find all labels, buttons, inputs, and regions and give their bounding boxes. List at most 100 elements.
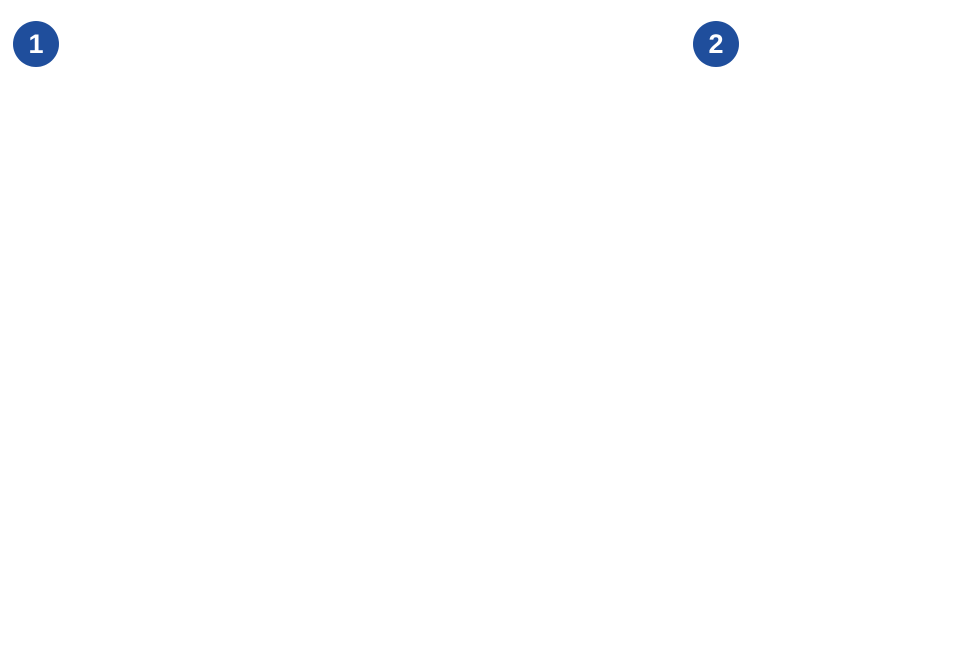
- wire: [220, 35, 264, 216]
- pin-hole: [199, 465, 228, 490]
- pin-hole: [186, 491, 215, 517]
- step-2-illustration: [759, 41, 967, 631]
- pin-hole: [306, 422, 334, 447]
- wire-core: [848, 43, 881, 183]
- wire-port: [895, 159, 923, 177]
- wire-core: [382, 37, 453, 147]
- cable-bundle-24: [137, 35, 455, 241]
- wire: [315, 35, 344, 182]
- pin-housing-side: [380, 271, 388, 338]
- wire-core: [277, 37, 294, 197]
- pin-hole: [817, 467, 849, 494]
- plug-wire-ports: [794, 151, 923, 194]
- wire-port: [864, 165, 892, 183]
- wire: [364, 35, 427, 157]
- pin-housing: [167, 302, 194, 371]
- wire-port: [802, 176, 830, 194]
- wire-port: [241, 181, 268, 200]
- socket-pin-holes: [788, 452, 923, 520]
- plug-pin-housings: [790, 286, 925, 364]
- pin-hole: [119, 497, 148, 522]
- wire-port: [352, 150, 378, 169]
- wire: [801, 41, 839, 196]
- wire-port: [856, 157, 884, 175]
- wire-port: [794, 168, 822, 186]
- pin-hole: [240, 470, 268, 495]
- wire-core: [139, 37, 213, 239]
- plug-pin-housings: [106, 265, 440, 379]
- pin-housing: [858, 292, 891, 352]
- pin-hole: [804, 493, 837, 520]
- pin-hole: [252, 443, 281, 469]
- wire-core: [194, 37, 246, 222]
- wire-core: [853, 43, 898, 180]
- socket-24-pin: [92, 374, 489, 641]
- wire: [165, 35, 231, 232]
- pin-housing-side: [325, 279, 334, 346]
- wire-port: [380, 142, 406, 161]
- pin-housing: [194, 298, 221, 367]
- pin-housing: [331, 277, 358, 346]
- pin-hole: [279, 432, 308, 458]
- pin-hole: [862, 478, 894, 505]
- wire-core: [863, 43, 932, 174]
- pin-housing: [112, 310, 139, 379]
- wire-core: [317, 37, 342, 180]
- wire: [331, 35, 372, 174]
- wire: [861, 41, 934, 176]
- wire-core: [820, 43, 842, 191]
- pin-hole: [833, 485, 865, 512]
- pin-housing: [276, 285, 303, 354]
- socket-8-pin: [759, 446, 967, 631]
- cable-bundle-8: [801, 41, 934, 196]
- pin-hole: [266, 459, 295, 485]
- pin-housing-side: [161, 304, 170, 371]
- plug-wire-ports: [131, 126, 461, 232]
- plug-8-pin: [764, 151, 946, 364]
- pin-housing-side: [352, 275, 361, 342]
- pin-hole: [346, 427, 375, 452]
- step-1-badge: 1: [13, 21, 59, 67]
- wire: [856, 41, 917, 179]
- wire: [380, 35, 455, 149]
- wire-port: [825, 162, 853, 180]
- wire-core: [366, 37, 425, 155]
- pin-housing: [304, 281, 330, 350]
- pin-housing: [824, 298, 857, 358]
- wire: [275, 35, 296, 199]
- insert-arrow-2: [825, 350, 900, 473]
- pin-housing-side: [106, 312, 115, 379]
- wire: [834, 41, 849, 190]
- pin-housing: [249, 290, 276, 359]
- pin-housing-side: [134, 308, 142, 375]
- wire-port: [887, 151, 915, 169]
- wire-core: [167, 37, 229, 230]
- pin-housing: [358, 273, 385, 342]
- pin-hole: [172, 475, 201, 501]
- pin-hole: [332, 411, 361, 436]
- pin-housing: [892, 286, 925, 346]
- wire-port: [324, 158, 351, 177]
- pin-housing-side: [188, 300, 197, 367]
- pin-housing: [790, 304, 823, 364]
- wire-port: [833, 170, 861, 188]
- plug-24-pin: [97, 121, 479, 379]
- pin-hole: [400, 405, 428, 431]
- pin-hole: [160, 502, 188, 528]
- pin-housing-side: [407, 267, 416, 334]
- wire-port: [269, 173, 295, 192]
- pin-hole: [426, 395, 455, 420]
- wire-port: [297, 166, 323, 185]
- pin-hole: [146, 486, 174, 512]
- wire-core: [803, 43, 837, 194]
- wire: [818, 41, 844, 193]
- wire-port: [158, 205, 185, 224]
- wire-port: [214, 189, 240, 208]
- wire-core: [836, 43, 847, 188]
- wire: [851, 41, 900, 182]
- pin-hole: [874, 452, 907, 479]
- wire: [248, 35, 280, 207]
- pin-hole: [412, 379, 441, 404]
